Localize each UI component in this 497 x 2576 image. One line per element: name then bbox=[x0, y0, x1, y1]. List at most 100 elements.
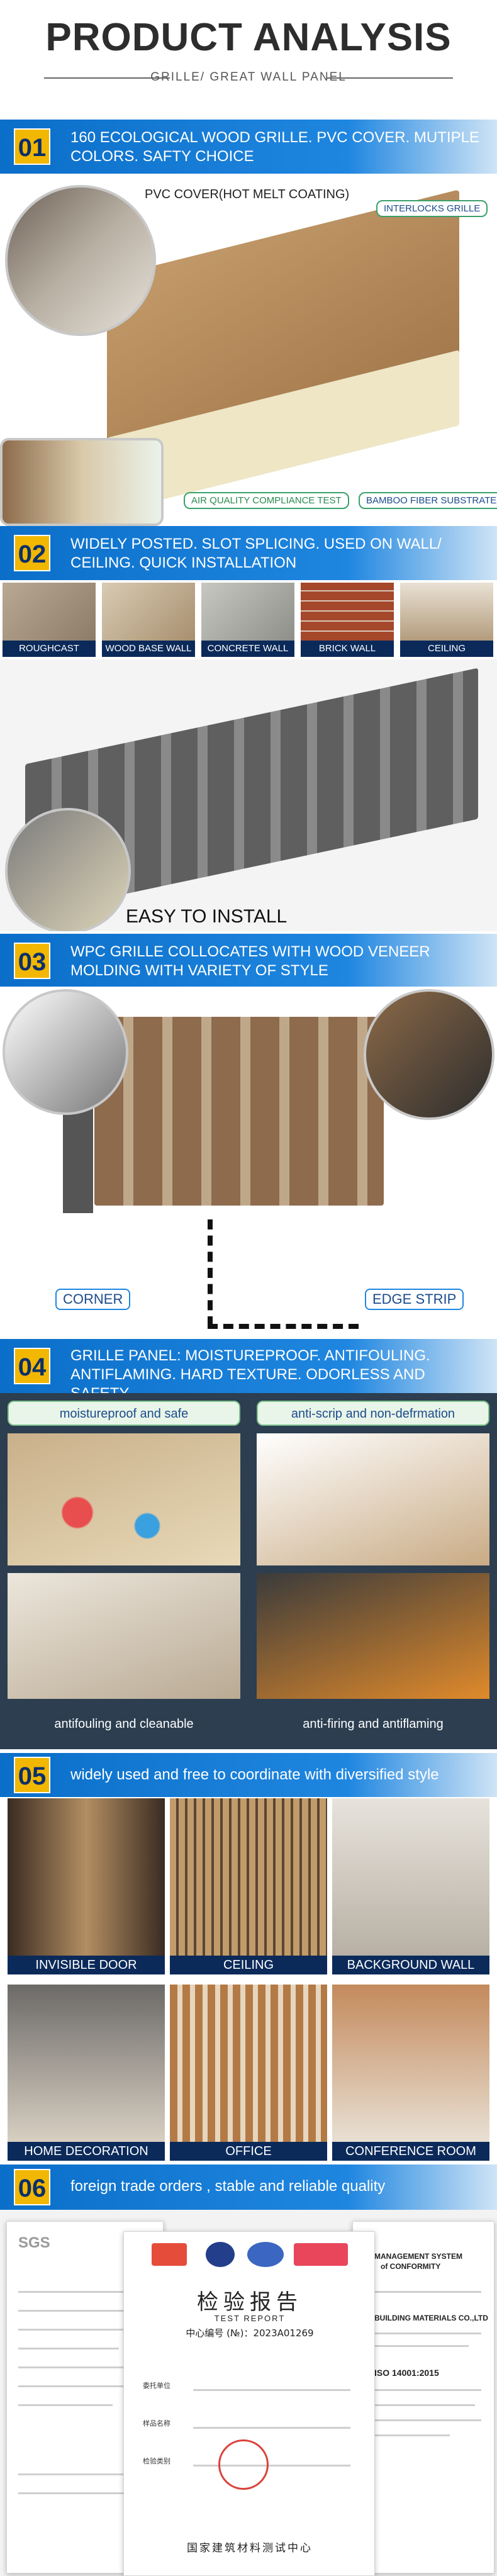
doc-line bbox=[18, 2473, 144, 2475]
sgs-logo: SGS bbox=[18, 2234, 50, 2251]
doc-line bbox=[193, 2465, 350, 2467]
company-name: BUILDING MATERIALS CO.,LTD bbox=[374, 2314, 488, 2322]
corner-indicator bbox=[208, 1219, 214, 1326]
doc-line bbox=[374, 2332, 481, 2334]
thumb-brick-wall: BRICK WALL bbox=[301, 583, 394, 657]
feature-anti-scrip: anti-scrip and non-defrmation bbox=[257, 1401, 489, 1426]
section-05-grid: INVISIBLE DOOR CEILING BACKGROUND WALL H… bbox=[0, 1798, 497, 2163]
edge-strip-label: EDGE STRIP bbox=[365, 1289, 464, 1310]
use-ceiling: CEILING bbox=[170, 1798, 327, 1974]
section-04-bar: 04 GRILLE PANEL: MOISTUREPROOF. ANTIFOUL… bbox=[0, 1339, 497, 1402]
corner-detail-circle bbox=[3, 989, 128, 1115]
feature-anti-firing: anti-firing and antiflaming bbox=[303, 1717, 444, 1731]
thumb-concrete-wall: CONCRETE WALL bbox=[201, 583, 294, 657]
section-01-bar: 01 160 ECOLOGICAL WOOD GRILLE. PVC COVER… bbox=[0, 120, 497, 174]
brick-wall-image bbox=[301, 583, 394, 641]
doc-line bbox=[374, 2291, 481, 2293]
certificates-area: SGS 检验报告 TEST REPORT 中心编号 (№)：2023A01269… bbox=[0, 2210, 497, 2576]
cnas-logo bbox=[247, 2242, 284, 2267]
use-label: INVISIBLE DOOR bbox=[8, 1956, 165, 1974]
cbmtc-logo bbox=[294, 2243, 348, 2266]
section-05-bar: 05 widely used and free to coordinate wi… bbox=[0, 1753, 497, 1797]
use-label: OFFICE bbox=[170, 2142, 327, 2161]
section-03-text: WPC GRILLE COLLOCATES WITH WOOD VENEER M… bbox=[70, 943, 430, 979]
anti-firing-image bbox=[257, 1573, 489, 1699]
section-06-number: 06 bbox=[14, 2169, 50, 2205]
anti-scrip-image bbox=[257, 1433, 489, 1565]
use-label: CEILING bbox=[170, 1956, 327, 1974]
invisible-door-image bbox=[8, 1798, 165, 1956]
page-header: PRODUCT ANALYSIS GRILLE/ GREAT WALL PANE… bbox=[0, 0, 497, 120]
use-label: CONFERENCE ROOM bbox=[332, 2142, 489, 2161]
doc-line bbox=[374, 2419, 481, 2421]
feature-antifouling: antifouling and cleanable bbox=[54, 1717, 194, 1731]
moistureproof-image bbox=[8, 1433, 240, 1565]
mgmt-system-title: MANAGEMENT SYSTEM bbox=[374, 2252, 463, 2261]
edge-strip-detail-circle bbox=[364, 989, 494, 1120]
ilac-logo bbox=[206, 2242, 235, 2267]
page-subtitle: GRILLE/ GREAT WALL PANEL bbox=[150, 70, 347, 84]
bamboo-fiber-label: BAMBOO FIBER SUBSTRATE bbox=[359, 492, 497, 509]
doc-line bbox=[374, 2389, 481, 2391]
red-seal-stamp bbox=[218, 2439, 269, 2490]
section-01-photo: PVC COVER(HOT MELT COATING) INTERLOCKS G… bbox=[0, 174, 497, 526]
use-invisible-door: INVISIBLE DOOR bbox=[8, 1798, 165, 1974]
iso-standard: ISO 14001:2015 bbox=[374, 2368, 439, 2378]
thumb-label: CEILING bbox=[400, 641, 493, 657]
corner-label: CORNER bbox=[55, 1289, 131, 1310]
section-05-number: 05 bbox=[14, 1757, 50, 1793]
section-04-number: 04 bbox=[14, 1348, 50, 1384]
doc-line bbox=[374, 2404, 475, 2406]
section-01-text: 160 ECOLOGICAL WOOD GRILLE. PVC COVER. M… bbox=[70, 129, 479, 165]
home-decoration-image bbox=[8, 1985, 165, 2142]
doc-line bbox=[193, 2427, 350, 2429]
doc-line bbox=[193, 2389, 350, 2391]
thumb-label: BRICK WALL bbox=[301, 641, 394, 657]
conformity-title: of CONFORMITY bbox=[381, 2262, 441, 2271]
concrete-wall-image bbox=[201, 583, 294, 641]
veneer-panel bbox=[94, 1017, 384, 1206]
section-04-grid: moistureproof and safe anti-scrip and no… bbox=[0, 1393, 497, 1749]
color-samples-circle bbox=[5, 185, 156, 336]
use-office: OFFICE bbox=[170, 1985, 327, 2161]
feature-moistureproof: moistureproof and safe bbox=[8, 1401, 240, 1426]
report-number: 中心编号 (№)：2023A01269 bbox=[186, 2327, 314, 2339]
cma-logo bbox=[152, 2243, 187, 2266]
section-02-bar: 02 WIDELY POSTED. SLOT SPLICING. USED ON… bbox=[0, 526, 497, 580]
section-02-photo: EASY TO INSTALL bbox=[0, 659, 497, 931]
test-report: 检验报告 TEST REPORT 中心编号 (№)：2023A01269 委托单… bbox=[123, 2231, 375, 2576]
report-title-cn: 检验报告 bbox=[197, 2290, 303, 2315]
section-02-text: WIDELY POSTED. SLOT SPLICING. USED ON WA… bbox=[70, 535, 442, 571]
doc-line bbox=[18, 2404, 113, 2406]
ceiling-use-image bbox=[170, 1798, 327, 1956]
report-title-en: TEST REPORT bbox=[214, 2314, 286, 2323]
use-home-decoration: HOME DECORATION bbox=[8, 1985, 165, 2161]
section-06-bar: 06 foreign trade orders , stable and rel… bbox=[0, 2164, 497, 2210]
iso-certificate: MANAGEMENT SYSTEM of CONFORMITY BUILDING… bbox=[352, 2221, 494, 2573]
doc-line bbox=[18, 2310, 131, 2312]
field-client: 委托单位 bbox=[143, 2382, 170, 2390]
section-03-photo: CORNER EDGE STRIP bbox=[0, 987, 497, 1339]
conference-room-image bbox=[332, 1985, 489, 2142]
background-wall-image bbox=[332, 1798, 489, 1956]
surface-thumbnails: ROUGHCAST WOOD BASE WALL CONCRETE WALL B… bbox=[3, 583, 494, 657]
thumb-wood-base-wall: WOOD BASE WALL bbox=[102, 583, 195, 657]
doc-line bbox=[374, 2434, 450, 2436]
section-02-number: 02 bbox=[14, 535, 50, 571]
section-01-number: 01 bbox=[14, 128, 50, 165]
field-category: 检验类别 bbox=[143, 2457, 170, 2465]
pvc-cover-label: PVC COVER(HOT MELT COATING) bbox=[145, 188, 350, 201]
use-background-wall: BACKGROUND WALL bbox=[332, 1798, 489, 1974]
use-label: BACKGROUND WALL bbox=[332, 1956, 489, 1974]
thumb-roughcast: ROUGHCAST bbox=[3, 583, 96, 657]
ceiling-image bbox=[400, 583, 493, 641]
office-image bbox=[170, 1985, 327, 2142]
thumb-label: WOOD BASE WALL bbox=[102, 641, 195, 657]
air-quality-test-image bbox=[0, 438, 164, 526]
subtitle-rule-left bbox=[44, 77, 170, 79]
doc-line bbox=[18, 2366, 144, 2368]
subtitle-rule-right bbox=[327, 77, 453, 79]
use-label: HOME DECORATION bbox=[8, 2142, 165, 2161]
thumb-ceiling: CEILING bbox=[400, 583, 493, 657]
test-center-name: 国家建筑材料测试中心 bbox=[187, 2542, 313, 2555]
